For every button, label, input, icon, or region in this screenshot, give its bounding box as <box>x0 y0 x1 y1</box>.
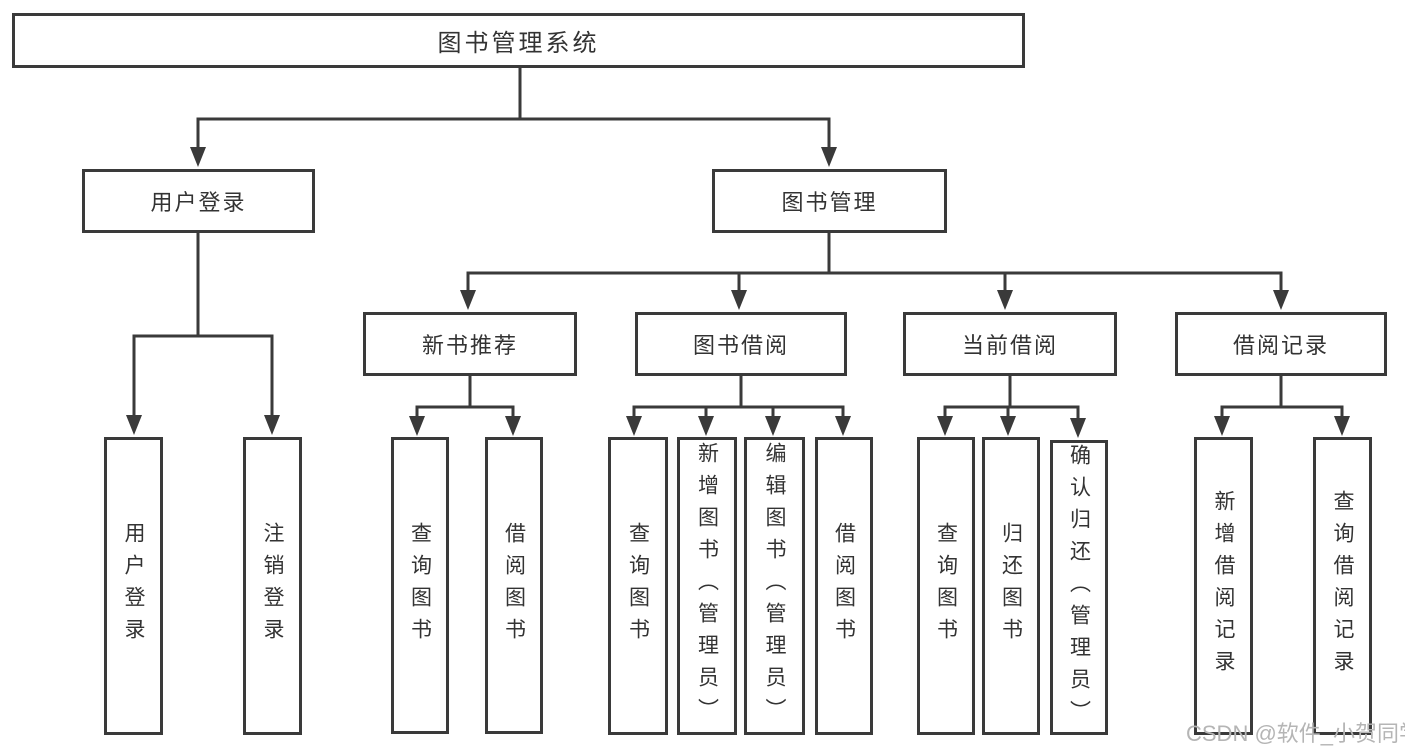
arrowhead <box>1334 416 1350 436</box>
arrowhead <box>731 290 747 310</box>
node-logout: 注销登录 <box>243 437 302 735</box>
arrowhead <box>409 416 425 436</box>
node-label: 借阅图书 <box>832 522 856 650</box>
arrowhead <box>126 415 142 435</box>
arrowhead <box>835 416 851 436</box>
node-borrow-query-books: 查询图书 <box>608 437 668 735</box>
node-label: 图书管理系统 <box>437 30 600 57</box>
node-library-management-system: 图书管理系统 <box>12 13 1025 68</box>
node-label: 借阅图书 <box>502 521 526 650</box>
node-recommend-borrow-books: 借阅图书 <box>485 437 543 734</box>
node-new-book-recommend: 新书推荐 <box>363 312 577 376</box>
arrowhead <box>937 416 953 436</box>
arrowhead <box>1214 416 1230 436</box>
node-label: 编辑图书（管理员） <box>763 442 786 730</box>
arrowhead <box>264 415 280 435</box>
node-current-confirm-return-admin: 确认归还（管理员） <box>1050 440 1108 735</box>
node-label: 借阅记录 <box>1232 333 1329 358</box>
node-label: 确认归还（管理员） <box>1067 443 1091 732</box>
node-label: 用户登录 <box>122 522 145 650</box>
csdn-watermark: CSDN @软件_小贺同学 <box>1186 721 1405 746</box>
node-borrow-add-books-admin: 新增图书（管理员） <box>677 437 737 735</box>
node-label: 查询图书 <box>408 521 432 650</box>
node-current-borrowing: 当前借阅 <box>903 312 1117 376</box>
node-label: 图书借阅 <box>692 333 789 358</box>
arrowhead <box>626 416 642 436</box>
node-label: 新增图书（管理员） <box>695 442 719 730</box>
arrowhead <box>1070 418 1086 438</box>
node-book-management: 图书管理 <box>712 169 947 233</box>
node-user-login: 用户登录 <box>82 169 315 233</box>
node-label: 用户登录 <box>150 190 247 215</box>
arrowhead <box>1273 290 1289 310</box>
node-label: 图书管理 <box>781 190 878 215</box>
node-borrow-borrow-books: 借阅图书 <box>815 437 873 735</box>
node-book-borrowing: 图书借阅 <box>635 312 847 376</box>
node-label: 查询图书 <box>626 522 650 650</box>
node-borrowing-records: 借阅记录 <box>1175 312 1387 376</box>
node-label: 新增借阅记录 <box>1212 490 1235 682</box>
node-current-query-books: 查询图书 <box>917 437 975 735</box>
arrowhead <box>505 416 521 436</box>
arrowhead <box>460 290 476 310</box>
node-label: 新书推荐 <box>421 333 518 358</box>
node-label: 当前借阅 <box>961 333 1058 358</box>
node-label: 注销登录 <box>261 522 284 650</box>
arrowhead <box>190 147 206 167</box>
node-user-login-action: 用户登录 <box>104 437 163 735</box>
node-borrow-edit-books-admin: 编辑图书（管理员） <box>744 437 805 735</box>
arrowhead <box>765 416 781 436</box>
node-current-return-books: 归还图书 <box>982 437 1040 735</box>
node-label: 查询借阅记录 <box>1331 490 1354 682</box>
node-recommend-query-books: 查询图书 <box>391 437 449 734</box>
arrowhead <box>821 147 837 167</box>
node-records-query-record: 查询借阅记录 <box>1313 437 1372 735</box>
arrowhead <box>1000 416 1016 436</box>
node-label: 查询图书 <box>934 522 958 650</box>
arrowhead <box>698 416 714 436</box>
arrowhead <box>997 290 1013 310</box>
node-records-add-record: 新增借阅记录 <box>1194 437 1253 735</box>
node-label: 归还图书 <box>999 522 1023 650</box>
